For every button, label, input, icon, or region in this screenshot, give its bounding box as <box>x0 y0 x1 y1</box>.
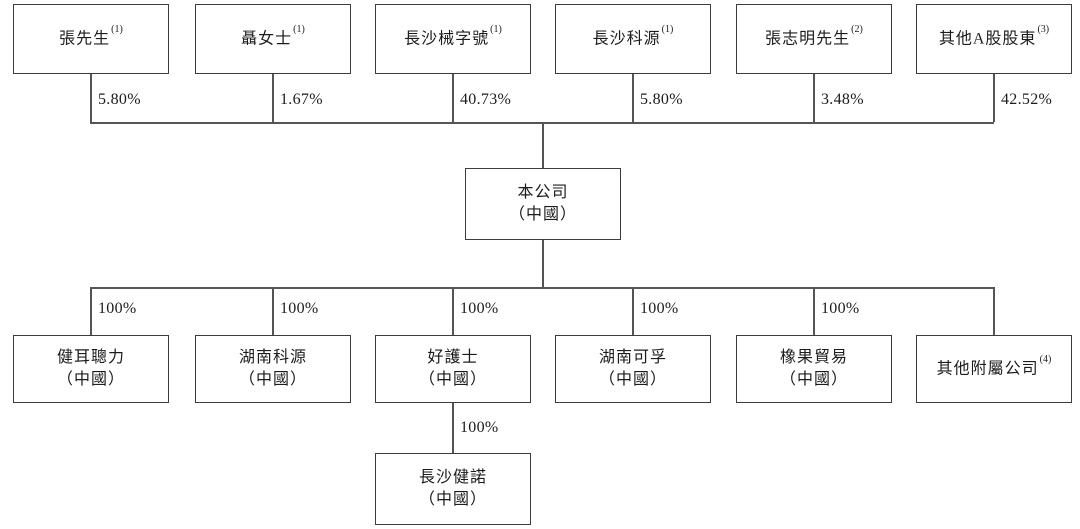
connector-stub <box>90 287 92 335</box>
ownership-percent-label: 100% <box>640 300 679 317</box>
ownership-percent-label: 100% <box>460 419 499 436</box>
ownership-percent-label: 5.80% <box>640 91 683 108</box>
subsidiary-box-jianer-tingli: 健耳聰力 （中國） <box>13 335 169 403</box>
footnote-ref: (1) <box>293 24 305 36</box>
connector-stub <box>272 287 274 335</box>
subsidiary-name: 好護士 <box>427 349 479 367</box>
shareholder-name-text: 聶女士 <box>241 30 293 48</box>
subsidiary-box-hunan-keyuan: 湖南科源 （中國） <box>195 335 351 403</box>
connector-stub <box>813 74 815 122</box>
subsidiary-name: 健耳聰力 <box>56 349 125 367</box>
connector-stub <box>632 287 634 335</box>
subsidiary-name: 長沙健諾 <box>418 469 487 487</box>
ownership-percent-label: 5.80% <box>98 91 141 108</box>
shareholder-name: 長沙科源(1) <box>592 24 674 50</box>
shareholder-name: 張先生(1) <box>59 24 123 50</box>
subsidiary-location: （中國） <box>56 371 125 388</box>
shareholder-name-text: 長沙科源 <box>592 30 661 48</box>
subsidiary-name: 湖南可孚 <box>598 349 667 367</box>
subsidiary-box-changsha-jiannuo: 長沙健諾 （中國） <box>375 453 531 525</box>
connector-stub <box>272 74 274 122</box>
subsidiary-location: （中國） <box>418 491 487 508</box>
subsidiary-box-hunan-kefu: 湖南可孚 （中國） <box>555 335 711 403</box>
footnote-ref: (1) <box>111 24 123 36</box>
subsidiary-box-haohushi: 好護士 （中國） <box>375 335 531 403</box>
subsidiary-location: （中國） <box>598 371 667 388</box>
shareholder-box-nie: 聶女士(1) <box>195 4 351 74</box>
subsidiary-name: 其他附屬公司(4) <box>936 354 1052 380</box>
shareholder-box-zhang-zhiming: 張志明先生(2) <box>736 4 892 74</box>
company-box: 本公司 （中國） <box>465 168 621 240</box>
ownership-percent-label: 100% <box>98 300 137 317</box>
subsidiary-name: 橡果貿易 <box>779 349 848 367</box>
connector-stub <box>813 287 815 335</box>
subsidiary-location: （中國） <box>238 371 307 388</box>
footnote-ref: (1) <box>661 24 674 36</box>
shareholder-name: 長沙械字號(1) <box>404 24 502 50</box>
shareholder-name: 其他A股股東(3) <box>938 24 1049 50</box>
subsidiary-name-text: 其他附屬公司 <box>936 360 1039 378</box>
connector-stub <box>542 122 544 168</box>
shareholder-name: 聶女士(1) <box>241 24 305 50</box>
connector-stub <box>452 287 454 335</box>
shareholder-name-text: 張志明先生 <box>765 30 851 48</box>
subsidiary-box-other-subsidiaries: 其他附屬公司(4) <box>916 335 1072 403</box>
footnote-ref: (1) <box>490 24 502 36</box>
ownership-percent-label: 1.67% <box>280 91 323 108</box>
subsidiary-location: （中國） <box>418 371 487 388</box>
ownership-percent-label: 100% <box>460 300 499 317</box>
subsidiary-box-xiangguo-trade: 橡果貿易 （中國） <box>736 335 892 403</box>
connector-bus-bottom <box>90 287 994 289</box>
connector-stub <box>993 74 995 122</box>
shareholder-box-zhang: 張先生(1) <box>13 4 169 74</box>
company-name: 本公司 <box>517 184 569 202</box>
connector-stub <box>452 74 454 122</box>
connector-stub <box>993 287 995 335</box>
ownership-percent-label: 3.48% <box>821 91 864 108</box>
connector-stub <box>452 403 454 453</box>
connector-stub <box>632 74 634 122</box>
shareholder-box-changsha-keyuan: 長沙科源(1) <box>555 4 711 74</box>
ownership-percent-label: 100% <box>280 300 319 317</box>
subsidiary-name: 湖南科源 <box>238 349 307 367</box>
subsidiary-location: （中國） <box>779 371 848 388</box>
shareholder-box-other-a-share: 其他A股股東(3) <box>916 4 1072 74</box>
shareholder-name-text: 長沙械字號 <box>404 30 490 48</box>
shareholder-name-text: 張先生 <box>59 30 111 48</box>
connector-stub <box>542 240 544 287</box>
footnote-ref: (2) <box>851 24 863 36</box>
shareholder-box-changsha-xiezihao: 長沙械字號(1) <box>375 4 531 74</box>
shareholder-name: 張志明先生(2) <box>765 24 863 50</box>
shareholder-name-text: 其他A股股東 <box>938 30 1037 48</box>
company-location: （中國） <box>508 206 577 223</box>
footnote-ref: (4) <box>1039 354 1052 366</box>
ownership-percent-label: 100% <box>821 300 860 317</box>
connector-stub <box>90 74 92 122</box>
ownership-percent-label: 40.73% <box>460 91 512 108</box>
ownership-percent-label: 42.52% <box>1001 91 1053 108</box>
footnote-ref: (3) <box>1037 24 1050 36</box>
